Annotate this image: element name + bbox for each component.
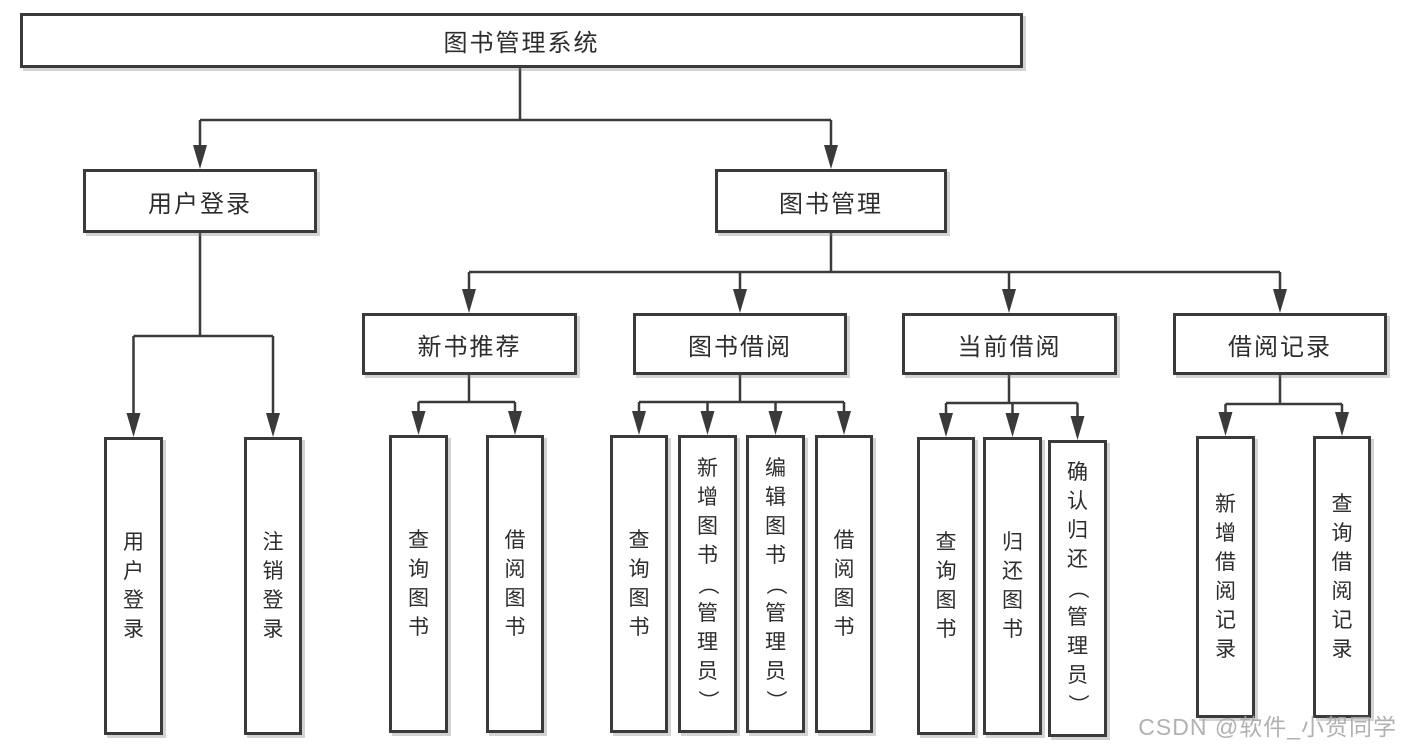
leaf-label: 新增借阅记录: [1215, 493, 1236, 661]
leaf-label: 注销登录: [262, 531, 284, 641]
node-label: 借阅记录: [1228, 333, 1332, 361]
leaf-label: 确认归还（管理员）: [1066, 461, 1089, 715]
leaf-borrow-books: 借阅图书: [815, 435, 873, 733]
leaf-label: 新增图书（管理员）: [696, 456, 719, 711]
node-book-management-branch: 图书管理: [715, 169, 947, 233]
node-label: 新书推荐: [417, 333, 522, 361]
node-book-borrowing: 图书借阅: [633, 313, 847, 375]
leaf-label: 用户登录: [123, 531, 144, 641]
leaf-query-books-recommend: 查询图书: [389, 435, 448, 733]
leaf-label: 查询图书: [935, 531, 957, 641]
leaf-label: 归还图书: [1002, 531, 1023, 641]
leaf-query-borrow-record: 查询借阅记录: [1313, 436, 1371, 718]
leaf-label: 编辑图书（管理员）: [764, 456, 787, 711]
node-label: 图书借阅: [688, 333, 792, 361]
node-library-management-system: 图书管理系统: [20, 13, 1023, 68]
leaf-label: 借阅图书: [504, 529, 526, 639]
leaf-return-books: 归还图书: [983, 437, 1042, 735]
leaf-borrow-books-recommend: 借阅图书: [486, 435, 544, 733]
leaf-user-login: 用户登录: [104, 437, 163, 735]
leaf-label: 查询图书: [408, 529, 429, 639]
node-label: 当前借阅: [957, 333, 1062, 361]
node-new-book-recommendation: 新书推荐: [362, 313, 577, 375]
csdn-watermark: CSDN @软件_小贺同学: [1138, 714, 1397, 740]
leaf-edit-books-admin: 编辑图书（管理员）: [746, 435, 805, 733]
leaf-label: 借阅图书: [833, 529, 855, 639]
node-label: 用户登录: [148, 190, 252, 218]
leaf-add-borrow-record: 新增借阅记录: [1196, 436, 1255, 718]
node-current-borrowing: 当前借阅: [902, 313, 1117, 375]
leaf-label: 查询图书: [628, 529, 650, 639]
leaf-query-books-current: 查询图书: [917, 437, 975, 735]
node-label: 图书管理系统: [443, 30, 600, 57]
leaf-query-books-borrowing: 查询图书: [610, 435, 668, 733]
node-label: 图书管理: [779, 190, 883, 218]
leaf-confirm-return-admin: 确认归还（管理员）: [1048, 440, 1107, 737]
node-borrowing-records: 借阅记录: [1173, 313, 1387, 375]
leaf-label: 查询借阅记录: [1331, 493, 1353, 661]
leaf-logout: 注销登录: [244, 437, 302, 735]
leaf-add-books-admin: 新增图书（管理员）: [678, 435, 737, 733]
node-user-login-branch: 用户登录: [83, 169, 317, 233]
